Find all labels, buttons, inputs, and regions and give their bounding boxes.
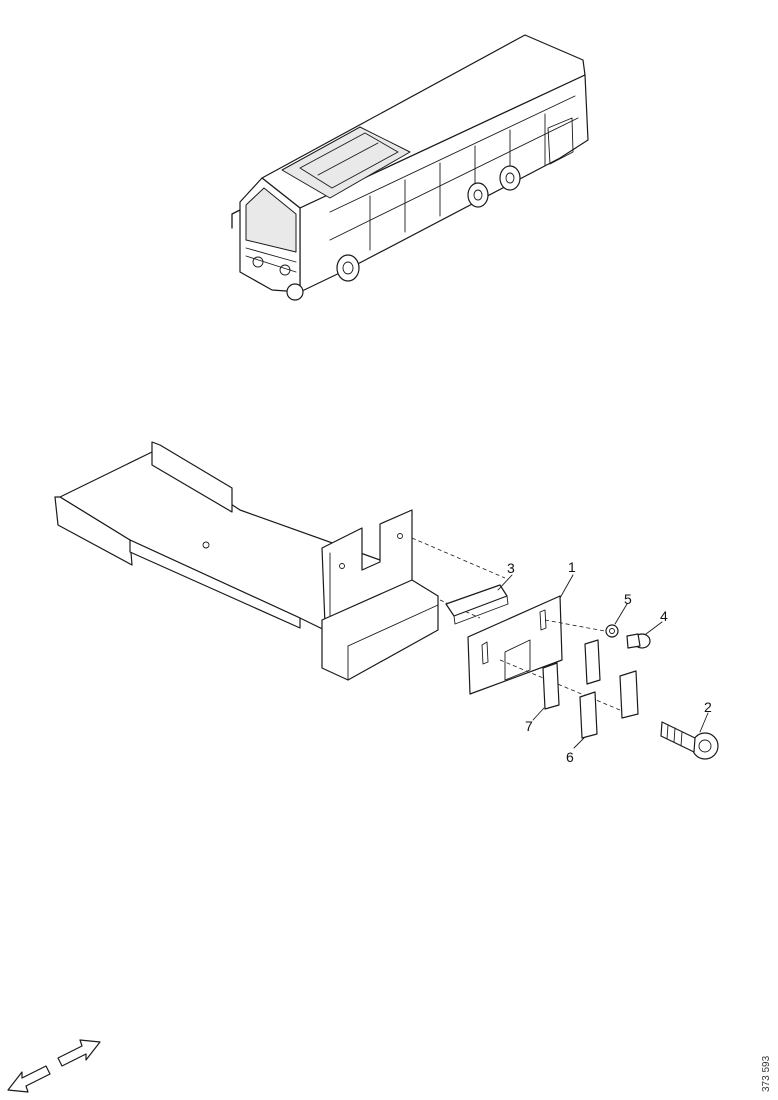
- callout-labels: 1 2 3 4 5 6 7: [507, 559, 712, 765]
- callout-1: 1: [568, 559, 576, 575]
- double-arrow-icon: [7, 1039, 101, 1093]
- part-3-clip: [445, 584, 509, 625]
- part-5-nut: [605, 624, 619, 638]
- callout-5: 5: [624, 591, 632, 607]
- drawing-reference: 373 593: [761, 1055, 772, 1092]
- part-4-screw: [626, 633, 651, 649]
- bus-locator-icon: [231, 34, 589, 301]
- callout-leaders: [497, 574, 709, 749]
- callout-7: 7: [525, 718, 533, 734]
- callout-2: 2: [704, 699, 712, 715]
- callout-6: 6: [566, 749, 574, 765]
- part-6-spacers: [579, 670, 639, 739]
- part-7-spacers: [542, 639, 601, 710]
- mounting-bracket: [54, 441, 506, 681]
- callout-3: 3: [507, 560, 515, 576]
- callout-4: 4: [660, 608, 668, 624]
- part-1-plate: [467, 595, 621, 711]
- part-2-bolt: [660, 721, 719, 760]
